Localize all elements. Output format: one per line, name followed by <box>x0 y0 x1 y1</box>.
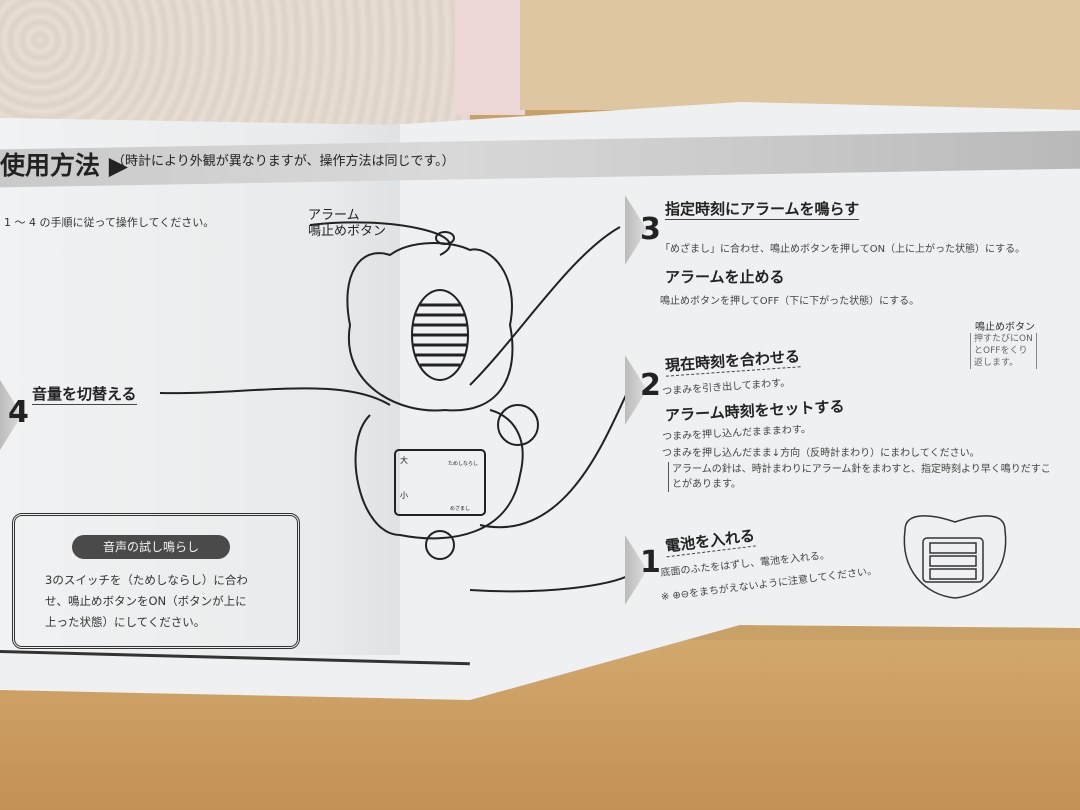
callout-line: アラーム <box>308 208 360 223</box>
cat-paw <box>497 404 539 446</box>
battery-icon <box>929 555 977 567</box>
step-3-text: 「めざまし」に合わせ、鳴止めボタンを押してON（上に上がった状態）にする。 <box>660 244 1026 255</box>
floral-wallpaper <box>0 0 470 130</box>
trial-line: 上った状態）にしてください。 <box>45 615 206 629</box>
step-2-note: アラームの針は、時計まわりにアラーム針をまわすと、指定時刻より早く鳴りだすこ と… <box>668 462 1051 492</box>
cat-head <box>346 242 514 412</box>
mode-label-alarm: めざまし <box>450 506 471 512</box>
volume-label-big: 大 <box>400 456 408 465</box>
step-3-title: 指定時刻にアラームを鳴らす <box>665 200 860 220</box>
leader-line-step2 <box>479 386 631 529</box>
step-3-subtext: 鳴止めボタンを押してOFF（下に下がった状態）にする。 <box>660 296 920 307</box>
leader-line <box>309 221 451 256</box>
callout-line: 鳴止めボタン <box>308 224 387 239</box>
note-line: とがあります。 <box>672 479 741 490</box>
trial-line: 3のスイッチを（ためしならし）に合わ <box>45 573 248 587</box>
cat-body <box>354 409 524 540</box>
trial-sound-title: 音声の試し鳴らし <box>72 535 230 559</box>
step-2-number: 2 <box>640 368 661 403</box>
leader-line-step3 <box>469 226 621 386</box>
step-1-number: 1 <box>640 545 661 580</box>
side-note-line: 押すたびにON <box>974 334 1033 344</box>
leader-line-volume <box>159 387 391 406</box>
mode-label-trial: ためしならし <box>448 461 479 467</box>
step-3-number: 3 <box>640 212 661 247</box>
alarm-button-callout: アラーム 鳴止めボタン <box>308 208 386 240</box>
side-note-line: 返します。 <box>974 358 1019 368</box>
trial-line: せ、鳴止めボタンをON（ボタンが上に <box>45 594 247 608</box>
beige-wall <box>520 0 1080 110</box>
note-line: アラームの針は、時計まわりにアラーム針をまわすと、指定時刻より早く鳴りだすこ <box>672 464 1051 475</box>
battery-icon <box>929 542 977 554</box>
trial-sound-box <box>12 513 300 649</box>
page-title: 使用方法 ▶ <box>0 151 128 180</box>
maneki-neko-clock-illustration <box>159 221 631 593</box>
page-subtitle: （時計により外観が異なりますが、操作方法は同じです。） <box>112 154 455 169</box>
control-panel <box>394 449 486 516</box>
side-note-line: とOFFをくり <box>974 346 1028 356</box>
battery-icon <box>929 568 977 580</box>
side-note-title: 鳴止めボタン <box>975 322 1035 333</box>
volume-label-small: 小 <box>400 491 408 500</box>
step-2-note-lead: つまみを押し込んだまま↓方向（反時計まわり）にまわしてください。 <box>662 448 980 459</box>
trial-sound-text: 3のスイッチを（ためしならし）に合わ せ、鳴止めボタンをON（ボタンが上に 上っ… <box>45 570 248 633</box>
leader-line-step1 <box>469 574 631 593</box>
step-4-title: 音量を切替える <box>32 385 137 405</box>
left-fold-panel <box>0 118 400 655</box>
step-4-number: 4 <box>8 395 29 430</box>
pink-board <box>455 0 525 115</box>
battery-compartment-illustration <box>903 515 1007 599</box>
cat-foot <box>425 530 455 560</box>
intro-text: 1 ～ 4 の手順に従って操作してください。 <box>4 216 215 229</box>
side-note-text: 押すたびにON とOFFをくり 返します。 <box>970 333 1037 369</box>
step-3-subtitle: アラームを止める <box>665 268 785 286</box>
